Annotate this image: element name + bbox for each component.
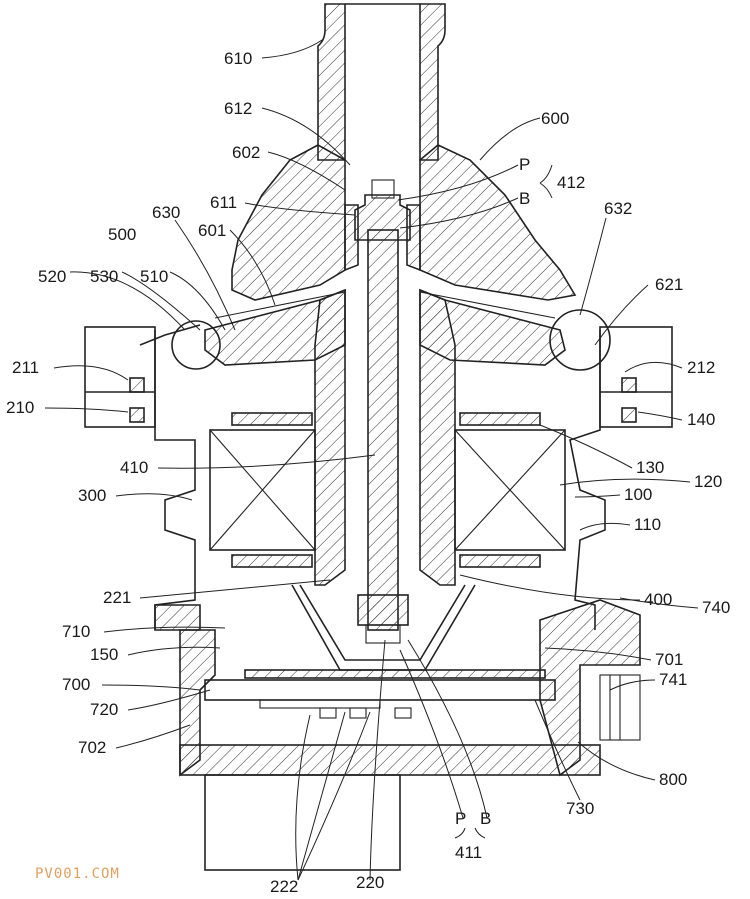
upper-bearing	[354, 179, 411, 241]
label-150: 150	[90, 645, 118, 664]
label-701: 701	[655, 650, 683, 669]
label-p-top: P	[519, 155, 530, 174]
label-602: 602	[232, 143, 260, 162]
label-212: 212	[687, 358, 715, 377]
watermark: PV001.COM	[35, 866, 120, 882]
label-b-top: B	[519, 189, 530, 208]
label-800: 800	[659, 770, 687, 789]
label-621: 621	[655, 275, 683, 294]
label-710: 710	[62, 622, 90, 641]
label-700: 700	[62, 675, 90, 694]
label-611: 611	[210, 193, 237, 212]
label-300: 300	[78, 486, 106, 505]
label-740: 740	[702, 598, 730, 617]
leader-lines	[44, 39, 699, 881]
label-612: 612	[224, 99, 252, 118]
stator	[209, 412, 566, 568]
label-632: 632	[604, 199, 632, 218]
lower-housing	[154, 599, 641, 871]
label-410: 410	[120, 458, 148, 477]
label-601: 601	[198, 221, 226, 240]
outlet-pipe	[317, 3, 446, 161]
upper-housing	[231, 144, 577, 301]
label-702: 702	[78, 738, 106, 757]
pcb-components	[259, 699, 412, 719]
label-500: 500	[108, 225, 136, 244]
label-530: 530	[90, 267, 118, 286]
label-730: 730	[566, 799, 594, 818]
label-130: 130	[636, 458, 664, 477]
volute-chambers	[171, 309, 611, 371]
label-b-bottom: B	[480, 809, 491, 828]
label-520: 520	[38, 267, 66, 286]
label-120: 120	[694, 472, 722, 491]
label-510: 510	[140, 267, 168, 286]
motor-housing	[139, 324, 606, 630]
rotor-can	[291, 288, 476, 671]
label-p-bottom: P	[455, 809, 466, 828]
label-412: 412	[557, 173, 585, 192]
label-630: 630	[152, 203, 180, 222]
reference-labels: 610 612 600 602 P 412 B 630 611 632 500 …	[6, 49, 730, 896]
label-411: 411	[455, 843, 482, 862]
label-221: 221	[103, 588, 131, 607]
label-210: 210	[6, 398, 34, 417]
label-110: 110	[634, 515, 661, 534]
shaft	[357, 229, 409, 644]
label-741: 741	[659, 670, 687, 689]
label-610: 610	[224, 49, 252, 68]
label-222: 222	[270, 877, 298, 896]
label-600: 600	[541, 109, 569, 128]
label-211: 211	[12, 358, 39, 377]
label-220: 220	[356, 873, 384, 892]
label-140: 140	[687, 410, 715, 429]
label-720: 720	[90, 700, 118, 719]
label-100: 100	[624, 485, 652, 504]
label-400: 400	[644, 590, 672, 609]
